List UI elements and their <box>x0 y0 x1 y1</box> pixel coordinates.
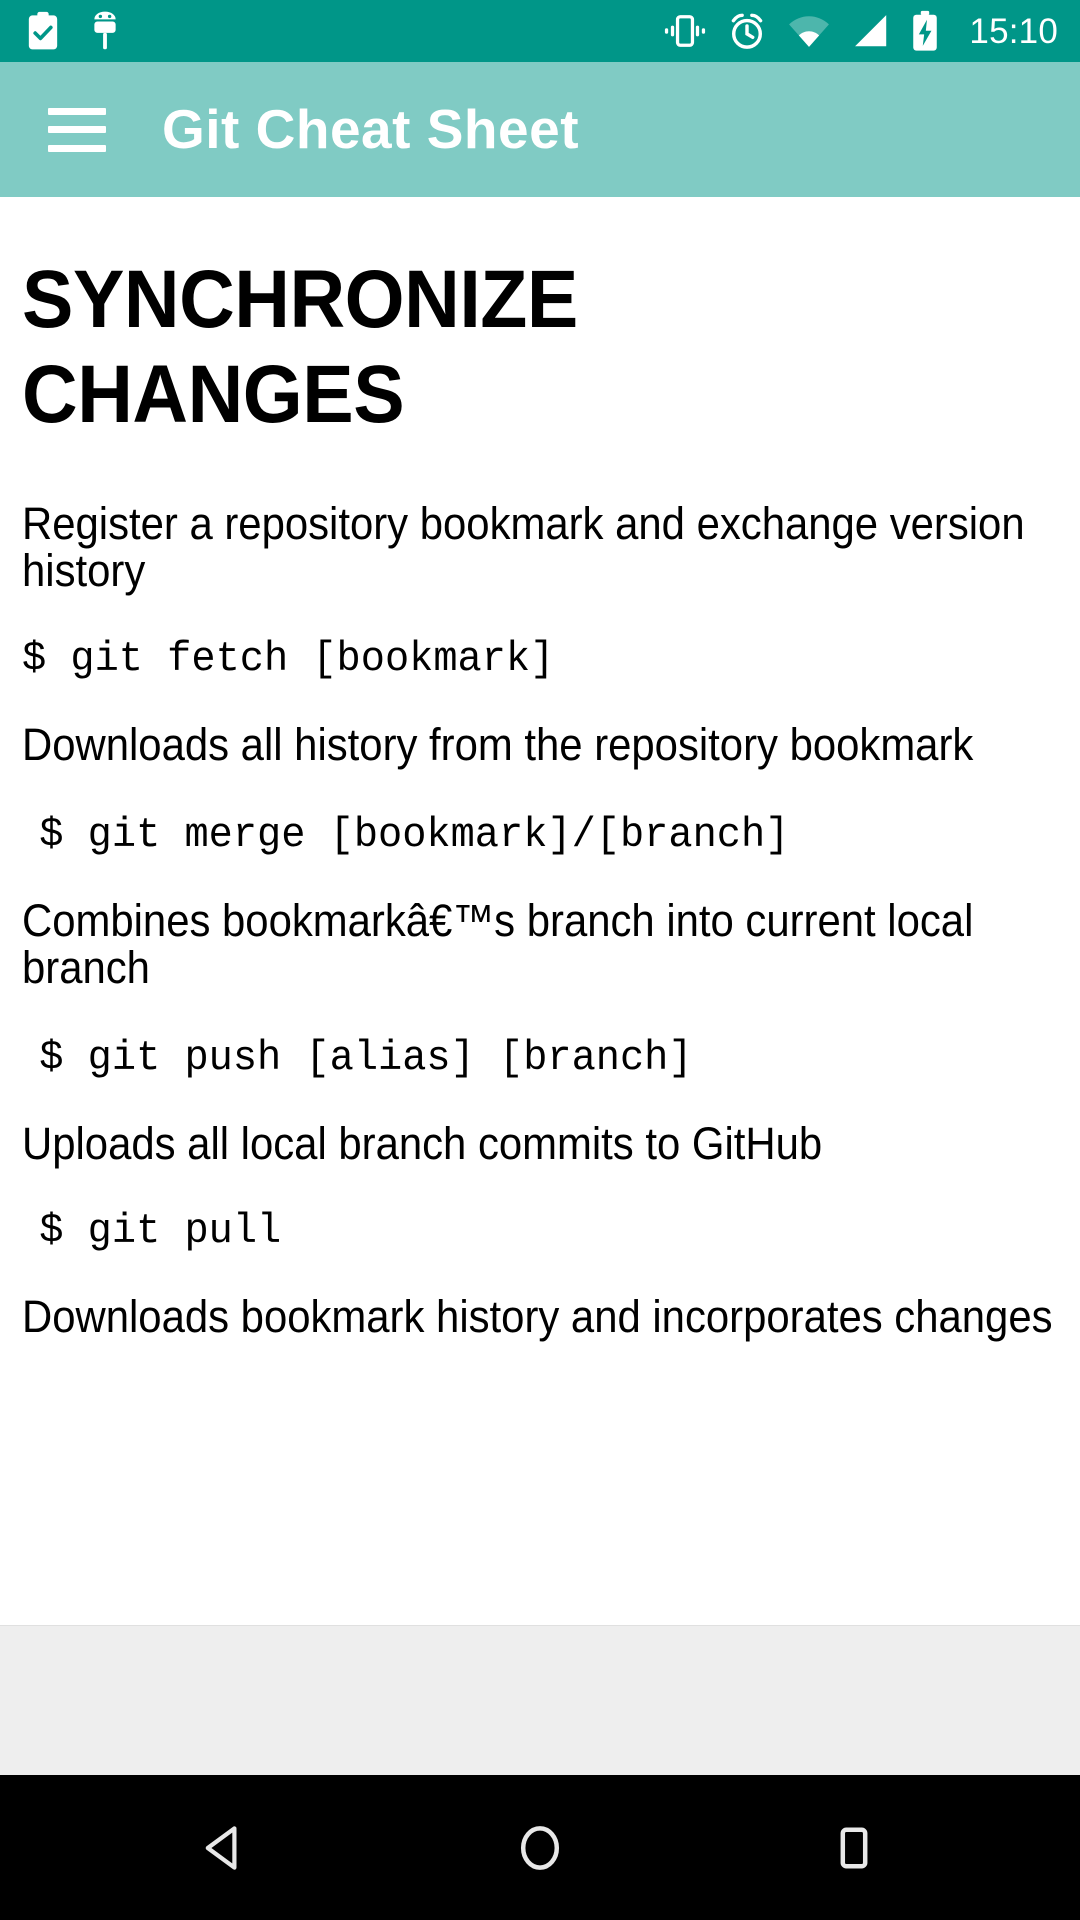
battery-charging-icon <box>911 10 939 52</box>
command-line: $ git fetch [bookmark] <box>22 634 555 683</box>
app-bar-title: Git Cheat Sheet <box>162 98 580 160</box>
status-bar: 15:10 <box>0 0 1080 62</box>
command-line: $ git push [alias] [branch] <box>39 1033 693 1082</box>
back-nav-button[interactable] <box>183 1805 269 1891</box>
status-bar-left-icons <box>26 10 120 52</box>
wifi-icon <box>787 13 831 49</box>
hamburger-bar-3 <box>48 144 106 152</box>
footer-spacer-band <box>0 1625 1080 1775</box>
description-paragraph: Downloads all history from the repositor… <box>22 718 974 770</box>
recents-nav-button[interactable] <box>811 1805 897 1891</box>
status-bar-clock: 15:10 <box>969 11 1058 51</box>
description-paragraph: Uploads all local branch commits to GitH… <box>22 1117 823 1169</box>
app-bar: Git Cheat Sheet <box>0 62 1080 197</box>
vibrate-icon <box>663 12 707 50</box>
description-paragraph: Downloads bookmark history and incorpora… <box>22 1291 1053 1343</box>
command-line: $ git pull <box>39 1207 282 1255</box>
cell-signal-icon <box>851 13 891 49</box>
clipboard-check-icon <box>26 11 60 51</box>
content-area[interactable]: SYNCHRONIZE CHANGES Register a repositor… <box>0 197 1080 1625</box>
page-title: SYNCHRONIZE CHANGES <box>22 254 578 441</box>
home-nav-button[interactable] <box>497 1805 583 1891</box>
description-paragraph: Register a repository bookmark and excha… <box>22 498 1025 597</box>
status-bar-right-icons: 15:10 <box>663 10 1058 52</box>
command-line: $ git merge [bookmark]/[branch] <box>39 811 790 860</box>
description-paragraph: Combines bookmarkâ€™s branch into curren… <box>22 895 974 994</box>
hamburger-bar-1 <box>48 107 106 115</box>
android-usb-debug-icon <box>90 10 120 52</box>
alarm-icon <box>727 11 767 51</box>
hamburger-bar-2 <box>48 126 106 133</box>
hamburger-menu-icon[interactable] <box>48 107 106 152</box>
system-navigation-bar <box>0 1775 1080 1920</box>
